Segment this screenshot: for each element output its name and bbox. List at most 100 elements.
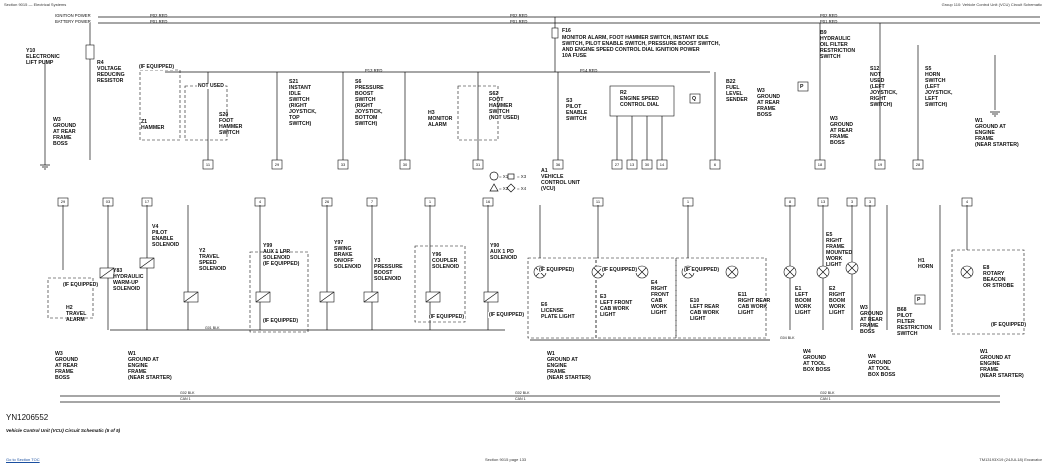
vcu-pin-number: 1 — [428, 199, 432, 204]
p-indicator-top: P — [800, 84, 804, 90]
vcu-pin-number: 18 — [817, 162, 823, 167]
v4-label: V4 PILOT ENABLE SOLENOID — [152, 224, 180, 248]
s3-label: S3 PILOT ENABLE SWITCH — [566, 98, 588, 122]
p02-label-c: P02 RED — [820, 13, 838, 18]
a1-vcu-label: A1 VEHICLE CONTROL UNIT (VCU) — [541, 168, 581, 192]
y90-label: Y90 AUX 1 PD SOLENOID — [490, 243, 518, 261]
vcu-pin-number: 17 — [144, 199, 150, 204]
vcu-pin-box — [399, 159, 411, 170]
if-equipped-y90: (IF EQUIPPED) — [488, 312, 526, 318]
legend-x3: = X3 — [517, 174, 527, 179]
if-equipped-e6: (IF EQUIPPED) — [538, 267, 576, 273]
vcu-pin-box — [472, 159, 484, 170]
s20-label: S20 FOOT HAMMER SWITCH — [219, 112, 243, 136]
footer-right: TM13193X19 (24JUL18) Excavator — [979, 457, 1042, 462]
vcu-pin-box — [552, 159, 564, 170]
vcu-pin-number: 28 — [915, 162, 921, 167]
vcu-pin-number: 14 — [659, 162, 665, 167]
w4-bottom-b: W4 GROUND AT TOOL BOX BOSS — [868, 354, 896, 378]
vcu-pin-box — [271, 159, 283, 170]
vcu-pin-number: 4 — [965, 199, 969, 204]
solenoid-coil — [255, 291, 271, 303]
p02-label: P02 RED — [150, 13, 168, 18]
solenoid-coil — [319, 291, 335, 303]
vcu-pin-box — [874, 159, 886, 170]
b22-label: B22 FUEL LEVEL SENDER — [726, 79, 748, 103]
vcu-pin-number: 11 — [205, 162, 211, 167]
header-right: Group 110: Vehicle Control Unit (VCU) Ci… — [941, 2, 1042, 7]
p01-label-b: P01 RED — [510, 19, 528, 24]
figure-caption: Vehicle Control Unit (VCU) Circuit Schem… — [6, 428, 121, 433]
can1-label-c: CAN 1 — [820, 397, 831, 401]
section-toc-link[interactable]: Go to Section TOC — [6, 457, 40, 462]
if-equipped-y96: (IF EQUIPPED) — [428, 314, 466, 320]
vcu-pin-number: 31 — [475, 162, 481, 167]
if-equipped-z1: (IF EQUIPPED) — [138, 64, 176, 70]
vcu-pin-box — [202, 159, 214, 170]
p01-label: P01 RED — [150, 19, 168, 24]
e11-label: E11 RIGHT REAR CAB WORK LIGHT — [738, 292, 771, 316]
vcu-pin-box — [656, 159, 668, 170]
vcu-pin-box — [709, 159, 721, 170]
w3-top-right: W3 GROUND AT REAR FRAME BOSS — [830, 116, 854, 146]
lamp-cross — [962, 267, 972, 277]
y3-label: Y3 PRESSURE BOOST SOLENOID — [374, 258, 403, 282]
h3-label: H3 MONITOR ALARM — [428, 110, 453, 128]
fuse-f16: F16 — [562, 28, 571, 34]
figure-id: YN1206552 — [6, 413, 49, 422]
g04-label: G04 BLK — [780, 336, 795, 340]
e5-label: E5 RIGHT FRAME MOUNTED WORK LIGHT — [826, 232, 853, 268]
y2-label: Y2 TRAVEL SPEED SOLENOID — [199, 248, 227, 272]
r4-label: R4 VOLTAGE REDUCING RESISTOR — [97, 60, 125, 84]
not-used-s20: NOT USED — [197, 83, 225, 89]
if-equipped-h2: (IF EQUIPPED) — [62, 282, 100, 288]
header-left: Section 9015 — Electrical Systems — [4, 2, 67, 7]
fuse-f16-description: MONITOR ALARM, FOOT HAMMER SWITCH, INSTA… — [562, 35, 720, 59]
e8-label: E8 ROTARY BEACON OR STROBE — [983, 265, 1014, 289]
b9-label: B9 HYDRAULIC OIL FILTER RESTRICTION SWIT… — [820, 30, 856, 60]
y96-label: Y96 COUPLER SOLENOID — [432, 252, 460, 270]
p02-label-b: P02 RED — [510, 13, 528, 18]
vcu-pin-box — [641, 159, 653, 170]
solenoid-coil — [139, 257, 155, 269]
ignition-power-label: IGNITION POWER — [55, 13, 91, 18]
e2-label: E2 RIGHT BOOM WORK LIGHT — [829, 286, 846, 316]
w3-top-mid: W3 GROUND AT REAR FRAME BOSS — [757, 88, 781, 118]
vcu-pin-number: 6 — [713, 162, 717, 167]
lamp-cross — [818, 267, 828, 277]
w4-bottom-a: W4 GROUND AT TOOL BOX BOSS — [803, 349, 831, 373]
s6-label: S6 PRESSURE BOOST SWITCH (RIGHT JOYSTICK… — [355, 79, 384, 127]
vcu-pin-box — [626, 159, 638, 170]
h1-label: H1 HORN — [918, 258, 934, 270]
if-equipped-e3: (IF EQUIPPED) — [601, 267, 639, 273]
can1-label-a: CAN 1 — [180, 397, 191, 401]
e4-label: E4 RIGHT FRONT CAB WORK LIGHT — [651, 280, 669, 316]
y10-label: Y10 ELECTRONIC LIFT PUMP — [26, 48, 60, 66]
h2-label: H2 TRAVEL ALARM — [66, 305, 87, 323]
y99-label: Y99 AUX 1 LPR SOLENOID (IF EQUIPPED) — [263, 243, 300, 267]
vcu-pin-number: 36 — [555, 162, 561, 167]
q-indicator: Q — [692, 96, 697, 102]
y97-label: Y97 SWING BRAKE ON/OFF SOLENOID — [334, 240, 362, 270]
w3-bottom-right: W3 GROUND AT REAR FRAME BOSS — [860, 305, 884, 335]
footer-page: Section 9015 page 133 — [485, 457, 527, 462]
vcu-pin-box — [912, 159, 924, 170]
w3-top-left: W3 GROUND AT REAR FRAME BOSS — [53, 117, 77, 147]
vcu-pin-number: 13 — [629, 162, 635, 167]
can1-label-b: CAN 1 — [515, 397, 526, 401]
w1-top: W1 GROUND AT ENGINE FRAME (NEAR STARTER) — [975, 118, 1019, 148]
y83-label: Y83 HYDRAULIC WARM-UP SOLENOID — [113, 268, 144, 292]
w1-bottom-left: W1 GROUND AT ENGINE FRAME (NEAR STARTER) — [128, 351, 172, 381]
if-equipped-e8: (IF EQUIPPED) — [990, 322, 1028, 328]
p13-label: P13 RED — [365, 68, 383, 73]
g02-label-b: G02 BLK — [515, 391, 530, 395]
w1-bottom-right: W1 GROUND AT ENGINE FRAME (NEAR STARTER) — [980, 349, 1024, 379]
s62-label: S62 FOOT HAMMER SWITCH (NOT USED) — [489, 91, 520, 121]
if-equipped-e10: (IF EQUIPPED) — [683, 267, 721, 273]
vcu-pin-number: 03 — [105, 199, 111, 204]
solenoid-coil — [425, 291, 441, 303]
vcu-pin-box — [337, 159, 349, 170]
e3-label: E3 LEFT FRONT CAB WORK LIGHT — [600, 294, 633, 318]
e10-label: E10 LEFT REAR CAB WORK LIGHT — [690, 298, 720, 322]
vcu-pin-number: 7 — [370, 199, 374, 204]
